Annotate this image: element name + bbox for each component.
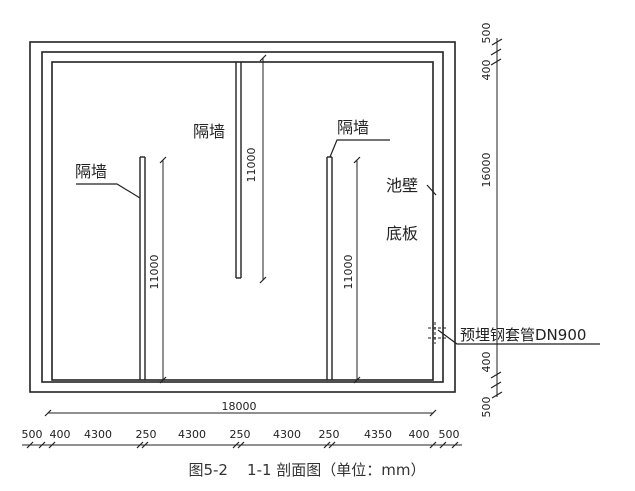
leader-sleeve <box>437 329 600 345</box>
bottom-dim-400-left: 400 <box>50 428 71 441</box>
right-wall-dim-text: 11000 <box>342 255 355 290</box>
bottom-dim-250-a: 250 <box>136 428 157 441</box>
right-wall-dim-tick-bottom <box>353 376 361 384</box>
bottom-dim-4300-a: 4300 <box>84 428 112 441</box>
bottom-dim-400-right: 400 <box>409 428 430 441</box>
right-wall-dim-tick-top <box>353 156 361 164</box>
right-dim-500-top: 500 <box>480 23 493 44</box>
label-partition-center: 隔墙 <box>193 122 225 141</box>
left-wall-dim-text: 11000 <box>148 255 161 290</box>
leader-partition-right <box>329 139 390 158</box>
bottom-dim-4300-c: 4300 <box>273 428 301 441</box>
label-partition-right: 隔墙 <box>337 118 369 137</box>
figure-caption: 图5-2 1-1 剖面图（单位：mm） <box>188 461 425 479</box>
left-wall-dim-tick-bottom <box>159 376 167 384</box>
bottom-dim-4300-b: 4300 <box>178 428 206 441</box>
overall-dim-text: 18000 <box>222 400 257 413</box>
bottom-dim-250-c: 250 <box>319 428 340 441</box>
left-wall-dim-tick-top <box>159 156 167 164</box>
leader-partition-left <box>76 183 141 199</box>
right-dim-ticks <box>490 38 503 399</box>
center-wall-dim-tick-top <box>259 54 267 62</box>
bottom-dim-4350: 4350 <box>364 428 392 441</box>
middle-outline <box>41 51 444 383</box>
bottom-dim-250-b: 250 <box>230 428 251 441</box>
overall-dim-tick-left <box>44 409 52 417</box>
outer-outline <box>29 41 456 393</box>
label-partition-left: 隔墙 <box>75 162 107 181</box>
label-pool-wall: 池壁 <box>386 176 418 195</box>
center-wall-dim-tick-bottom <box>259 276 267 284</box>
right-dim-16000: 16000 <box>480 153 493 188</box>
leader-pool-wall <box>426 184 437 196</box>
right-dim-500-bottom: 500 <box>480 397 493 418</box>
overall-dim-tick-right <box>429 409 437 417</box>
bottom-dim-500-left: 500 <box>22 428 43 441</box>
inner-outline <box>51 61 434 381</box>
right-dim-400-top: 400 <box>480 60 493 81</box>
bottom-dim-500-right: 500 <box>439 428 460 441</box>
bottom-dim-ticks <box>26 441 459 449</box>
right-dim-400-bottom: 400 <box>480 352 493 373</box>
center-wall-dim-text: 11000 <box>245 148 258 183</box>
label-sleeve: 预埋钢套管DN900 <box>460 326 586 344</box>
label-base-slab: 底板 <box>386 224 418 243</box>
